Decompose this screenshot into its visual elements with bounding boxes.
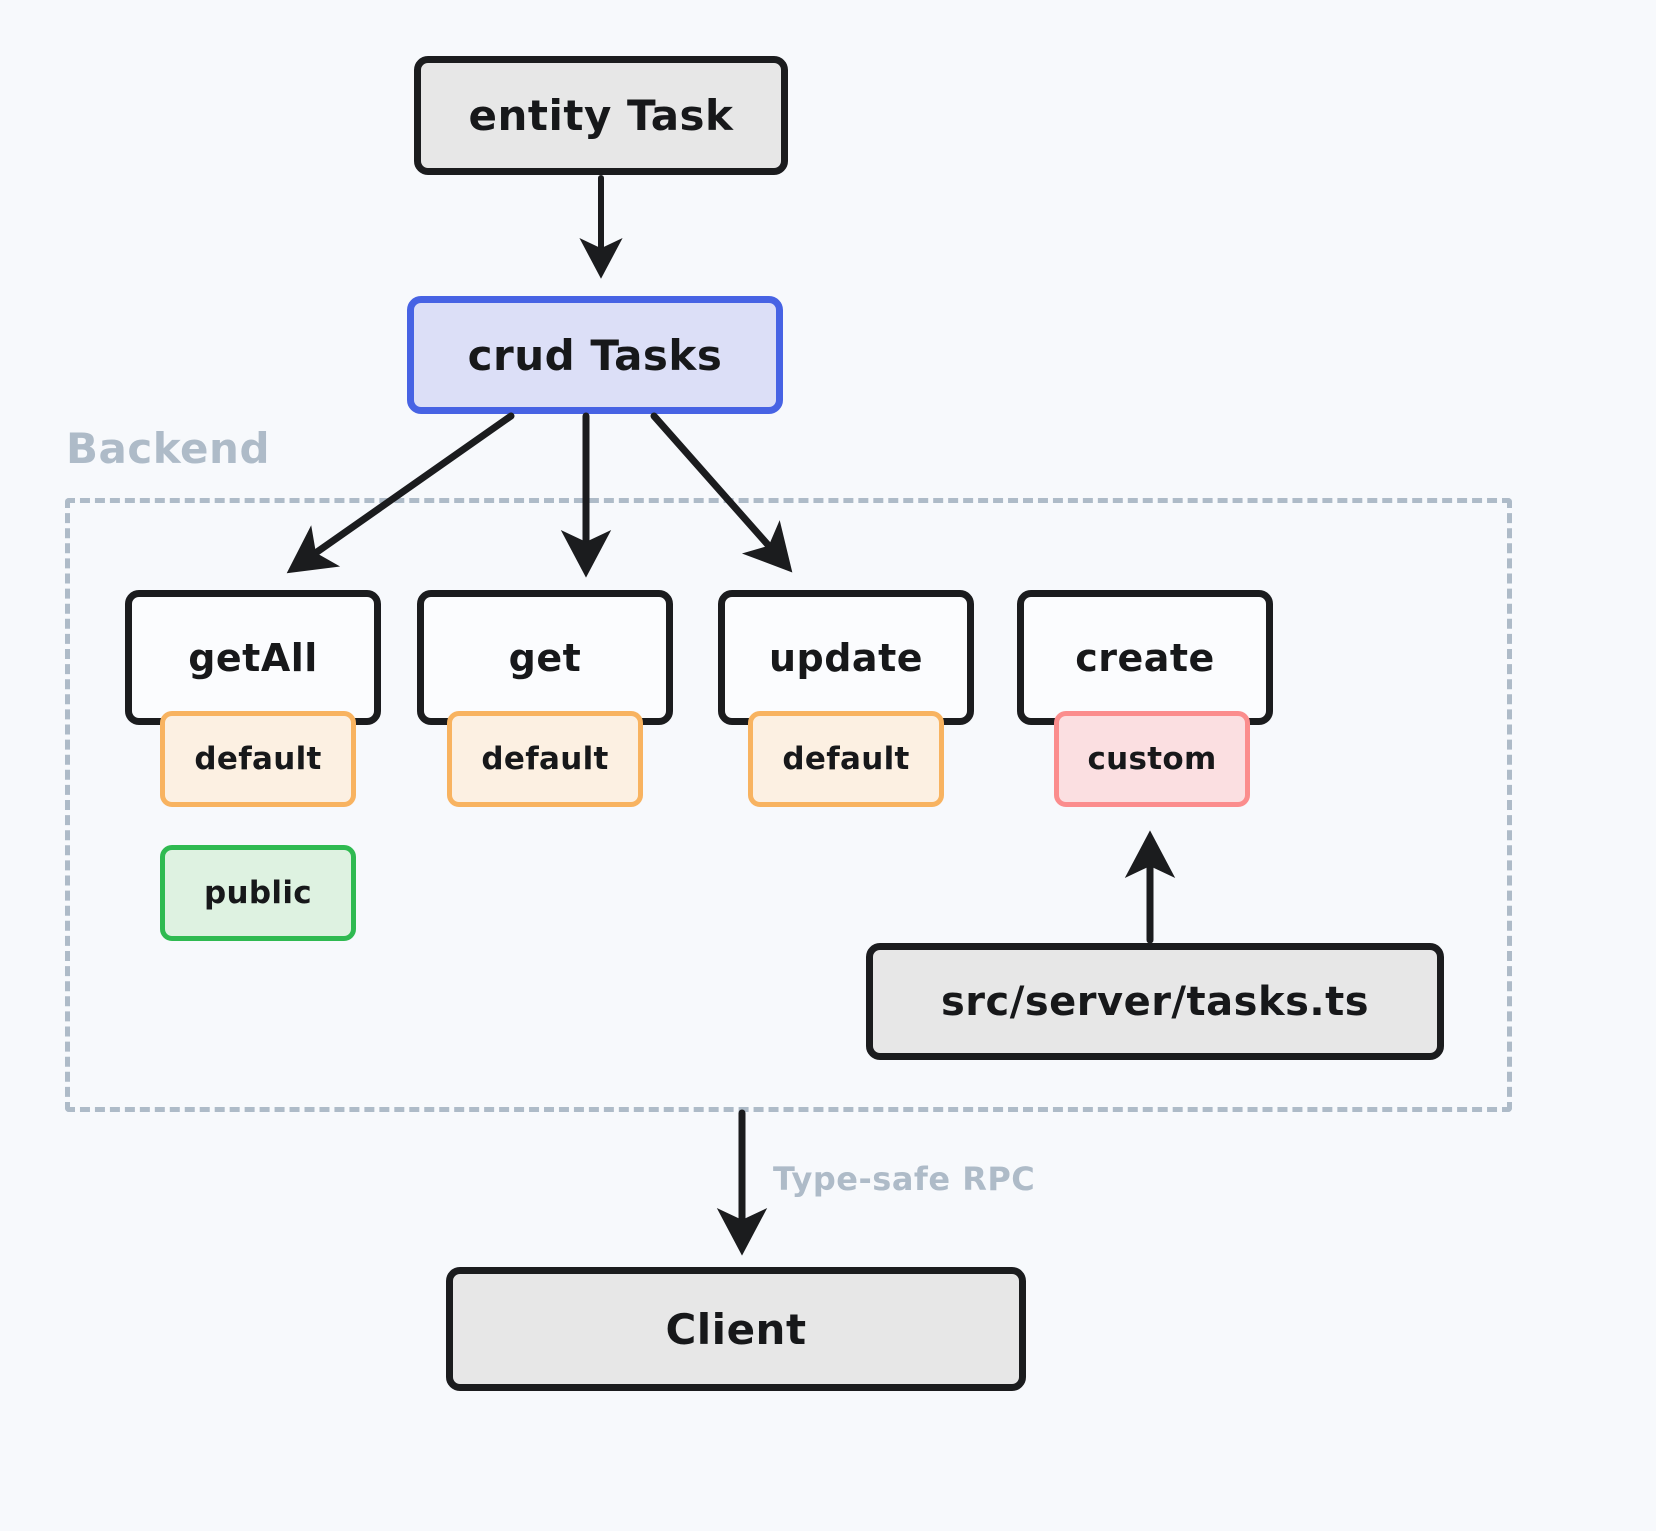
crud-tasks-label: crud Tasks bbox=[467, 330, 723, 380]
client-node[interactable]: Client bbox=[446, 1267, 1026, 1391]
method-label-get: get bbox=[508, 635, 582, 680]
backend-group-label: Backend bbox=[66, 424, 271, 473]
badge-label: public bbox=[204, 875, 312, 911]
backend-group-container bbox=[65, 498, 1512, 1112]
badge-getall-default[interactable]: default bbox=[160, 711, 356, 807]
edge-label-type-safe-rpc: Type-safe RPC bbox=[773, 1160, 1036, 1198]
badge-label: default bbox=[782, 741, 910, 777]
badge-label: custom bbox=[1087, 741, 1217, 777]
crud-tasks-node[interactable]: crud Tasks bbox=[407, 296, 783, 414]
method-node-create[interactable]: create bbox=[1017, 590, 1273, 725]
badge-create-custom[interactable]: custom bbox=[1054, 711, 1250, 807]
entity-task-label: entity Task bbox=[468, 91, 734, 140]
badge-label: default bbox=[481, 741, 609, 777]
method-node-get[interactable]: get bbox=[417, 590, 673, 725]
method-label-create: create bbox=[1075, 635, 1215, 680]
method-label-update: update bbox=[768, 635, 924, 680]
source-file-label: src/server/tasks.ts bbox=[940, 978, 1369, 1025]
badge-getall-public[interactable]: public bbox=[160, 845, 356, 941]
badge-label: default bbox=[194, 741, 322, 777]
client-label: Client bbox=[665, 1304, 807, 1354]
badge-get-default[interactable]: default bbox=[447, 711, 643, 807]
source-file-node[interactable]: src/server/tasks.ts bbox=[866, 943, 1444, 1060]
method-node-getall[interactable]: getAll bbox=[125, 590, 381, 725]
badge-update-default[interactable]: default bbox=[748, 711, 944, 807]
method-label-getall: getAll bbox=[188, 635, 318, 680]
entity-task-node[interactable]: entity Task bbox=[414, 56, 788, 175]
method-node-update[interactable]: update bbox=[718, 590, 974, 725]
